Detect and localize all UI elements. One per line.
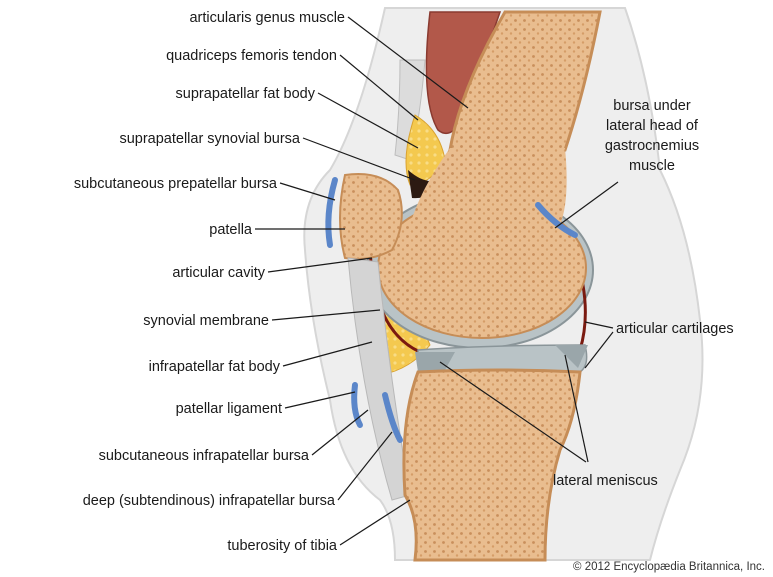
label-lateral-meniscus: lateral meniscus [553, 473, 658, 489]
label-bursa-gastrocnemius-2: lateral head of [606, 118, 699, 134]
label-suprapatellar-synovial-bursa: suprapatellar synovial bursa [119, 131, 300, 147]
label-articular-cartilages: articular cartilages [616, 321, 734, 337]
label-suprapatellar-fat-body: suprapatellar fat body [176, 86, 316, 102]
label-deep-infrapatellar-bursa: deep (subtendinous) infrapatellar bursa [83, 493, 336, 509]
label-articular-cavity: articular cavity [172, 265, 265, 281]
label-subcutaneous-prepatellar-bursa: subcutaneous prepatellar bursa [74, 176, 278, 192]
label-tuberosity-of-tibia: tuberosity of tibia [227, 538, 338, 554]
label-quadriceps-femoris-tendon: quadriceps femoris tendon [166, 48, 337, 64]
label-bursa-gastrocnemius-1: bursa under [613, 98, 691, 114]
patella-bone [340, 174, 402, 259]
copyright-credit: © 2012 Encyclopædia Britannica, Inc. [573, 561, 765, 573]
label-patellar-ligament: patellar ligament [176, 401, 282, 417]
label-patella: patella [209, 222, 253, 238]
label-bursa-gastrocnemius-4: muscle [629, 158, 675, 174]
label-infrapatellar-fat-body: infrapatellar fat body [149, 359, 281, 375]
label-synovial-membrane: synovial membrane [143, 313, 269, 329]
label-bursa-gastrocnemius-3: gastrocnemius [605, 138, 699, 154]
label-subcutaneous-infrapatellar-bursa: subcutaneous infrapatellar bursa [99, 448, 310, 464]
label-articularis-genus-muscle: articularis genus muscle [189, 10, 345, 26]
